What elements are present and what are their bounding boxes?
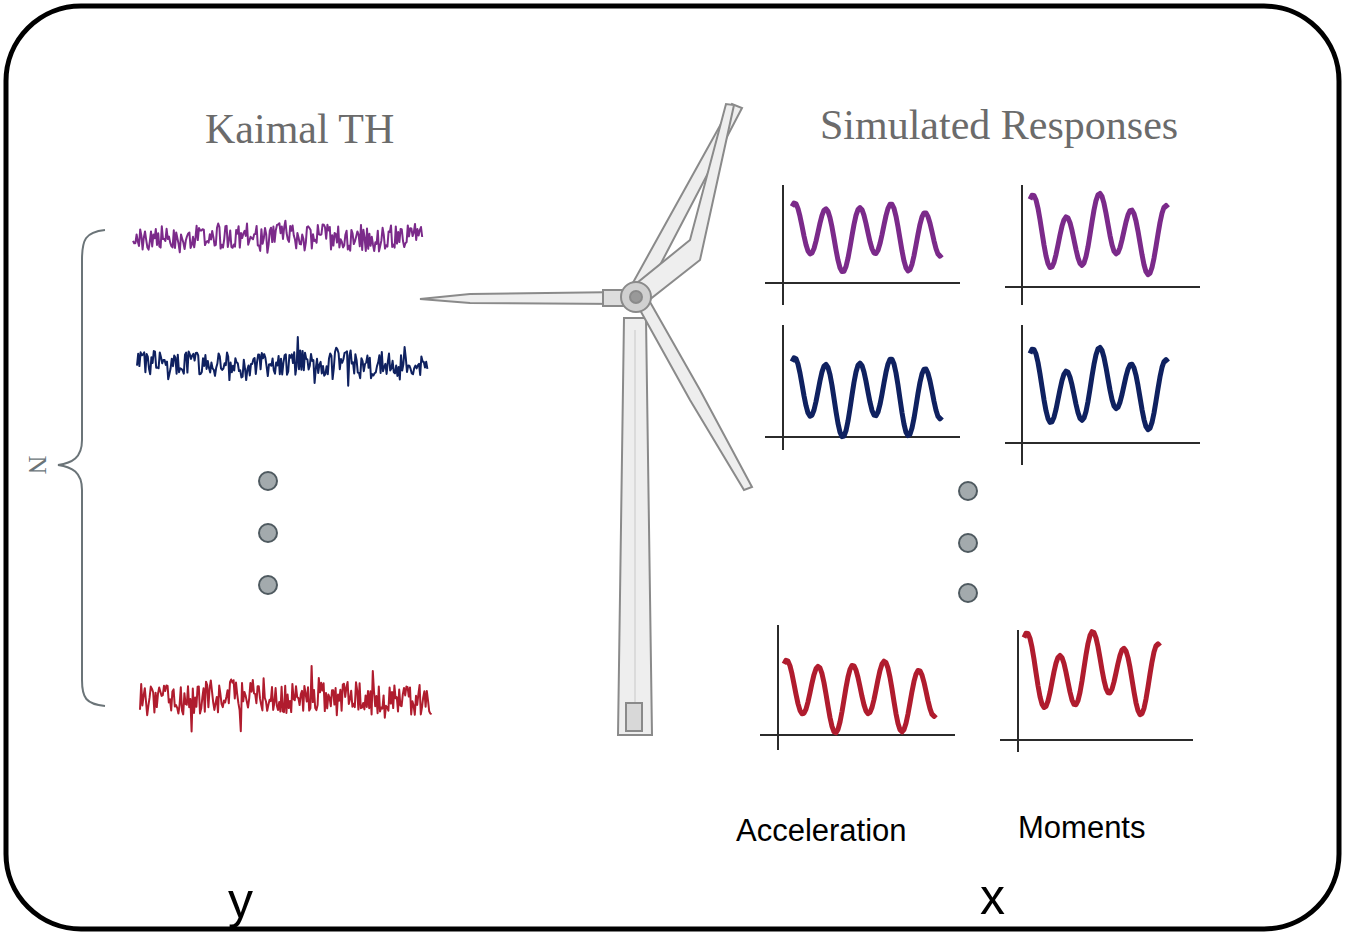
brace [58, 230, 105, 706]
response-curve [1030, 348, 1168, 430]
response-curve [792, 203, 942, 272]
response-curve [1030, 194, 1168, 275]
variable-label: x [980, 872, 1005, 922]
response-curve [784, 660, 936, 733]
wind-time-history [133, 221, 422, 253]
wind-time-history [140, 666, 432, 732]
axis-label: Moments [1018, 812, 1145, 843]
frame [6, 6, 1339, 929]
section-title: Kaimal TH [205, 108, 394, 150]
response-curve [1024, 632, 1160, 715]
time-histories [133, 194, 1168, 733]
response-curve [792, 358, 942, 437]
section-title: Simulated Responses [820, 104, 1178, 146]
plot-axes [760, 185, 1200, 752]
ellipsis-dots [259, 472, 977, 602]
wind-turbine [420, 104, 752, 735]
count-label: N [24, 456, 50, 475]
axis-label: Acceleration [736, 815, 907, 846]
variable-label: y [228, 876, 253, 926]
wind-time-history [137, 337, 427, 386]
